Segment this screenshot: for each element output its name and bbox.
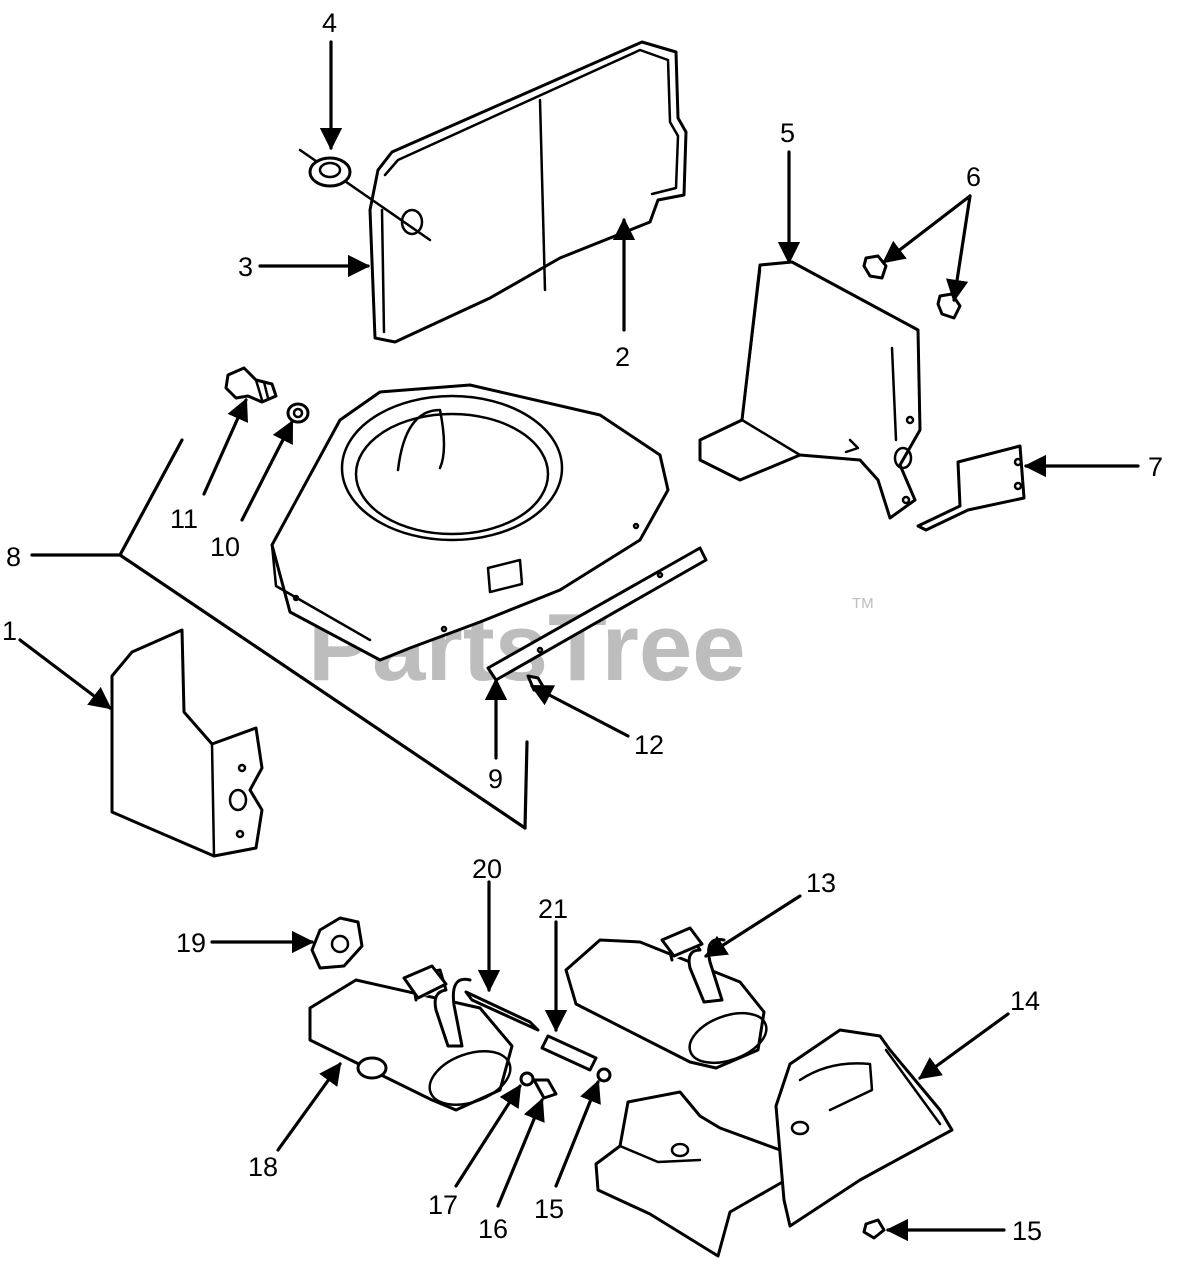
callout-15-lower: 15 <box>1012 1216 1042 1246</box>
part-4-grommet <box>308 156 352 188</box>
callout-20: 20 <box>472 854 502 884</box>
callout-5: 5 <box>780 118 795 148</box>
part-21-pin <box>540 1034 598 1072</box>
callout-15-upper: 15 <box>534 1194 564 1224</box>
part-2-baffle-panel <box>298 40 688 344</box>
leader-16 <box>496 1097 545 1208</box>
callout-21: 21 <box>538 894 568 924</box>
callout-14: 14 <box>1010 986 1040 1016</box>
leader-17 <box>454 1084 522 1188</box>
callout-17: 17 <box>428 1190 458 1220</box>
callout-13: 13 <box>806 868 836 898</box>
callout-12: 12 <box>634 730 664 760</box>
leader-12 <box>530 684 630 738</box>
callout-18: 18 <box>248 1152 278 1182</box>
callout-10: 10 <box>210 532 240 562</box>
part-7-bracket <box>916 444 1026 532</box>
part-13-muffler <box>564 926 768 1070</box>
callout-4: 4 <box>322 8 337 38</box>
part-8-bracket-lines <box>118 438 529 830</box>
part-1-rear-shroud <box>110 628 264 858</box>
part-11-bolt <box>224 366 278 404</box>
callout-6: 6 <box>966 162 981 192</box>
leader-11 <box>202 397 249 496</box>
part-20-rod <box>464 990 540 1032</box>
leader-15-upper <box>554 1079 601 1188</box>
callout-11: 11 <box>170 504 198 534</box>
leader-1 <box>18 638 112 710</box>
callout-8: 8 <box>6 542 21 572</box>
part-10-washer <box>286 402 310 424</box>
callout-2: 2 <box>615 342 630 372</box>
leader-6b <box>945 194 972 303</box>
part-19-gasket <box>310 916 364 970</box>
part-5-side-shroud <box>698 260 922 520</box>
part-18-muffler <box>308 964 514 1112</box>
callout-16: 16 <box>478 1214 508 1244</box>
leader-6a <box>882 194 972 264</box>
leader-13 <box>704 894 802 958</box>
part-16-bolt <box>532 1078 558 1100</box>
callout-1: 1 <box>2 616 17 646</box>
part-8-blower-housing <box>270 383 670 662</box>
watermark-trademark: TM <box>852 595 874 612</box>
callout-3: 3 <box>238 252 253 282</box>
part-9-strip <box>486 546 708 682</box>
leader-arrows <box>18 40 1140 1242</box>
leader-14 <box>918 1012 1010 1080</box>
callout-labels: 4 3 2 5 6 7 8 11 10 1 9 12 20 21 13 19 1… <box>2 8 1163 1246</box>
part-15-nut-lower <box>862 1218 886 1240</box>
part-14-heat-shields <box>594 1028 954 1258</box>
callout-19: 19 <box>176 928 206 958</box>
callout-7: 7 <box>1148 452 1163 482</box>
leader-10 <box>240 420 294 522</box>
callout-9: 9 <box>488 764 503 794</box>
part-17-nut <box>519 1071 535 1087</box>
part-15-nut-upper <box>596 1067 612 1083</box>
part-6-clips <box>862 254 962 320</box>
leader-18 <box>276 1062 342 1152</box>
